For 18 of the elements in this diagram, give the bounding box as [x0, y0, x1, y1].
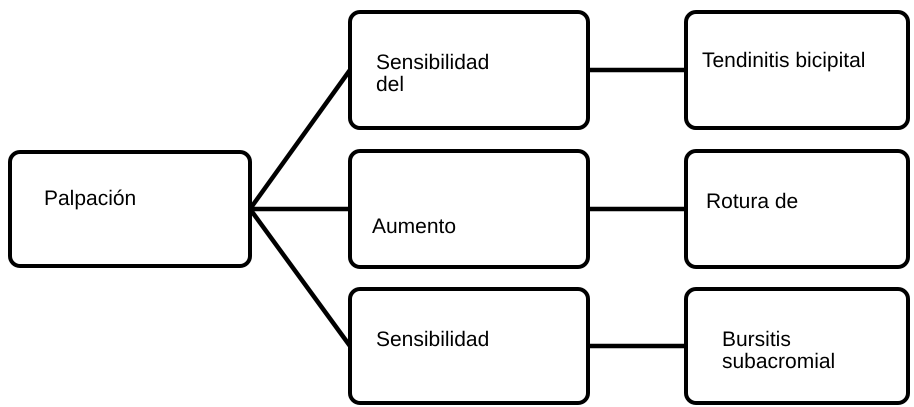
- node-label: Tendinitis bicipital: [702, 50, 866, 72]
- process-box: [348, 10, 590, 130]
- process-box: [348, 149, 590, 269]
- process-box: [684, 149, 910, 269]
- node-label: Rotura de: [706, 191, 798, 213]
- connector-line: [250, 206, 350, 212]
- process-box: [684, 287, 910, 405]
- node-label: Sensibilidad: [376, 329, 490, 351]
- node-label: Sensibilidad del: [376, 52, 490, 96]
- node-label: Bursitis subacromial: [722, 329, 836, 373]
- connector-line: [588, 344, 686, 348]
- node-label: Palpación: [44, 188, 136, 210]
- node-label: Aumento: [372, 216, 456, 238]
- process-box: [684, 10, 910, 130]
- connector-line: [588, 206, 686, 212]
- connector-line: [588, 68, 686, 72]
- process-box: [8, 150, 252, 268]
- process-box: [348, 287, 590, 405]
